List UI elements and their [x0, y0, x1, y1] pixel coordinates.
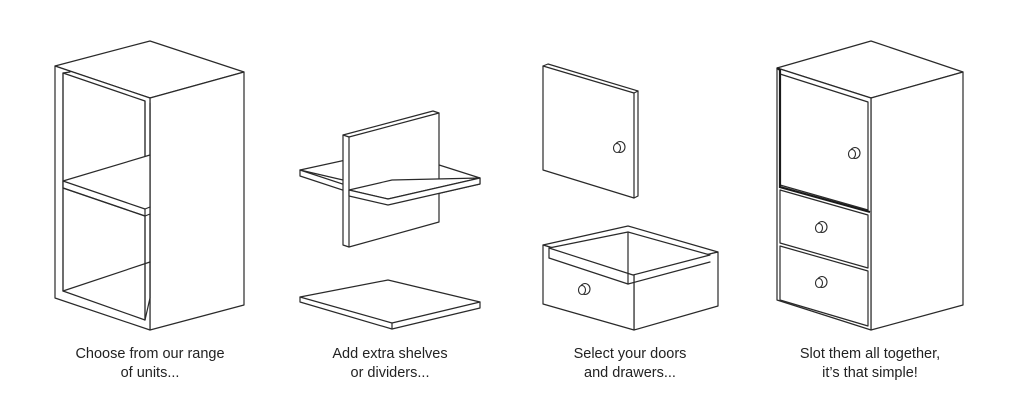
step-2-caption: Add extra shelves or dividers... [280, 345, 500, 383]
step-4-caption-line-1: Slot them all together, [799, 346, 941, 362]
step-4-caption: Slot them all together, it’s that simple… [760, 345, 980, 383]
assembled-unit-illustration [776, 40, 964, 331]
door-drawer-illustration [542, 63, 719, 331]
step-2-caption-line-1: Add extra shelves [332, 346, 448, 362]
step-3-caption-line-1: Select your doors [573, 346, 687, 362]
step-3-caption: Select your doors and drawers... [520, 345, 740, 383]
step-1-caption: Choose from our range of units... [40, 345, 260, 383]
illustrations [54, 40, 964, 331]
step-2-caption-line-2: or dividers... [350, 365, 430, 381]
step-4-caption-line-2: it’s that simple! [822, 365, 918, 381]
step-1-caption-line-1: Choose from our range [75, 346, 225, 362]
step-1-caption-line-2: of units... [120, 365, 180, 381]
step-3-caption-line-2: and drawers... [584, 365, 676, 381]
shelf-divider-illustration [299, 110, 481, 330]
open-unit-illustration [54, 40, 245, 331]
